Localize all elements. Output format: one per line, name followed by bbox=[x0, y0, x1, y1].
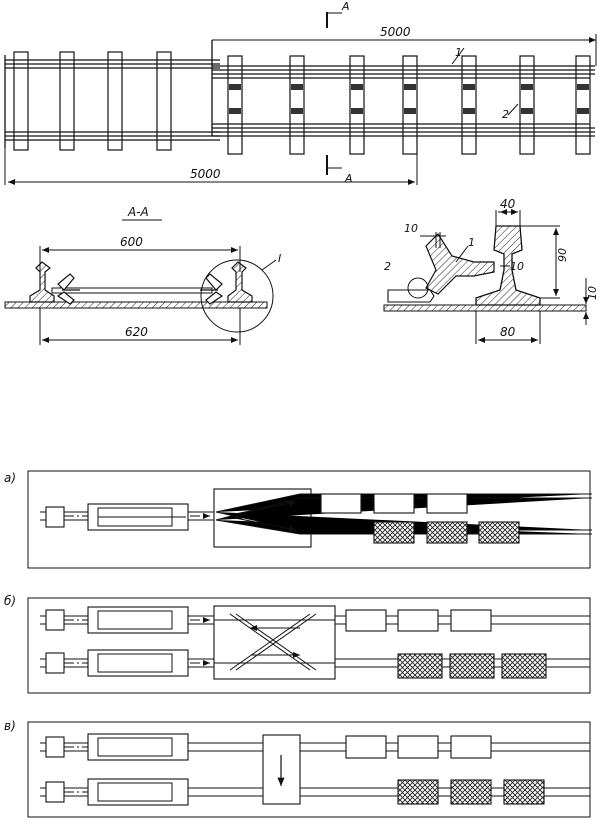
callout-2-top: 2 bbox=[502, 108, 509, 121]
section-a-a: A-A I bbox=[4, 205, 281, 345]
right-track-rails bbox=[211, 40, 595, 137]
left-rail-profile bbox=[29, 261, 55, 303]
callout-1-top: 1 bbox=[455, 46, 462, 59]
section-a-upper: A bbox=[341, 0, 350, 13]
base-plate bbox=[4, 301, 268, 309]
dim-lower-label: 5000 bbox=[190, 167, 221, 181]
clamp-right bbox=[200, 273, 224, 305]
scheme-v-label: в) bbox=[4, 719, 16, 733]
scheme-a: а) bbox=[4, 470, 592, 569]
left-track-sleepers bbox=[13, 51, 172, 151]
scheme-v: в) bbox=[4, 719, 591, 818]
callout-1-detail: 1 bbox=[468, 236, 475, 249]
detail-mark: I bbox=[278, 252, 281, 265]
fasteners bbox=[229, 84, 589, 114]
dim-10-right: 10 bbox=[586, 286, 599, 300]
dimension-lower bbox=[4, 148, 418, 185]
dim-620: 620 bbox=[125, 325, 148, 339]
section-title: A-A bbox=[127, 205, 149, 219]
clamp-left bbox=[56, 273, 80, 305]
track-plan-view: 5000 1 2 A A 5000 bbox=[4, 0, 597, 185]
left-track-rails bbox=[4, 55, 220, 148]
dim-upper-label: 5000 bbox=[380, 25, 411, 39]
detail-bolt-2 bbox=[387, 289, 435, 303]
scheme-a-label: а) bbox=[4, 471, 16, 485]
dim-80: 80 bbox=[500, 325, 516, 339]
right-track-sleepers bbox=[227, 55, 591, 155]
dim-600: 600 bbox=[120, 235, 143, 249]
section-mark-top bbox=[326, 12, 342, 175]
dim-10-top: 10 bbox=[404, 222, 418, 235]
detail-base bbox=[383, 304, 587, 312]
right-rail-profile bbox=[227, 261, 253, 303]
scheme-b: б) bbox=[4, 594, 591, 694]
detail-circle bbox=[200, 259, 274, 333]
scheme-b-label: б) bbox=[4, 594, 16, 608]
dim-40: 40 bbox=[500, 197, 516, 211]
section-a-lower: A bbox=[344, 172, 353, 185]
dim-10-mid: 10 bbox=[510, 260, 524, 273]
callout-2-detail: 2 bbox=[384, 260, 391, 273]
dimension-upper bbox=[212, 34, 597, 116]
detail-i: 40 10 1 10 90 10 2 80 bbox=[383, 197, 599, 344]
dim-90: 90 bbox=[556, 248, 569, 262]
